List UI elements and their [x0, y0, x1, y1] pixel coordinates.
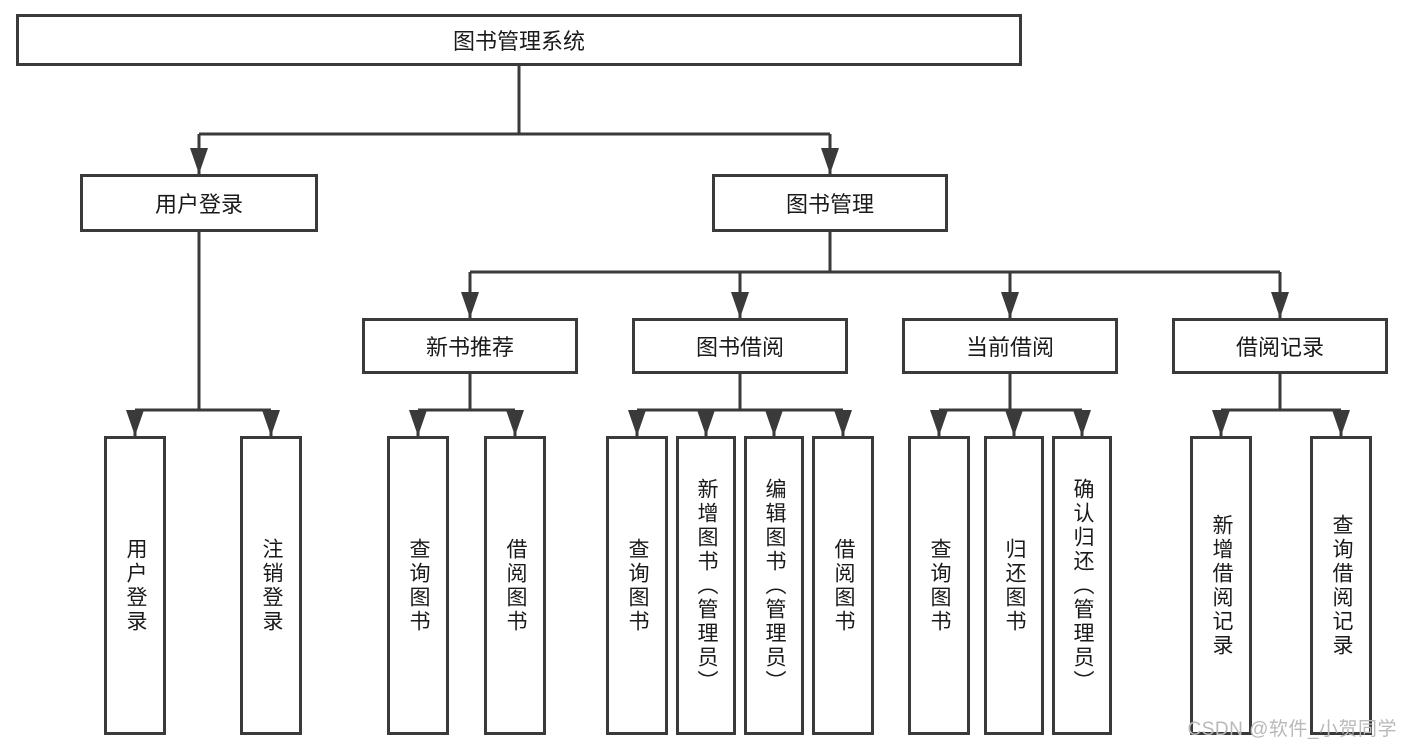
arrow-head-icon	[1005, 410, 1023, 436]
node-box-record[interactable]	[1172, 318, 1388, 374]
arrow-head-icon	[1001, 292, 1019, 318]
node-box-leaf12[interactable]	[1190, 436, 1252, 735]
arrow-head-icon	[506, 410, 524, 436]
arrow-head-icon	[1271, 292, 1289, 318]
node-box-borrow[interactable]	[632, 318, 848, 374]
node-box-leaf10[interactable]	[984, 436, 1044, 735]
node-box-leaf13[interactable]	[1310, 436, 1372, 735]
node-box-root[interactable]	[16, 14, 1022, 66]
arrow-head-icon	[628, 410, 646, 436]
node-box-leaf3[interactable]	[387, 436, 449, 735]
node-box-leaf11[interactable]	[1052, 436, 1112, 735]
node-box-login[interactable]	[80, 174, 318, 232]
node-box-leaf2[interactable]	[240, 436, 302, 735]
node-box-leaf4[interactable]	[484, 436, 546, 735]
node-box-newbook[interactable]	[362, 318, 578, 374]
arrow-head-icon	[930, 410, 948, 436]
arrow-head-icon	[834, 410, 852, 436]
csdn-watermark: CSDN @软件_小贺同学	[1187, 719, 1397, 740]
arrow-head-icon	[765, 410, 783, 436]
node-box-leaf7[interactable]	[744, 436, 804, 735]
node-box-bookmgmt[interactable]	[712, 174, 948, 232]
node-box-leaf8[interactable]	[812, 436, 874, 735]
arrow-head-icon	[461, 292, 479, 318]
arrow-head-icon	[1332, 410, 1350, 436]
arrow-head-icon	[697, 410, 715, 436]
node-box-layer	[16, 14, 1388, 735]
arrow-head-icon	[409, 410, 427, 436]
arrow-head-icon	[190, 148, 208, 174]
node-box-leaf1[interactable]	[104, 436, 166, 735]
arrow-head-icon	[821, 148, 839, 174]
arrow-head-icon	[126, 410, 144, 436]
arrow-head-icon	[731, 292, 749, 318]
node-box-leaf6[interactable]	[676, 436, 736, 735]
node-box-current[interactable]	[902, 318, 1118, 374]
node-box-leaf5[interactable]	[606, 436, 668, 735]
arrow-head-icon	[1073, 410, 1091, 436]
arrow-head-icon	[262, 410, 280, 436]
node-box-leaf9[interactable]	[908, 436, 970, 735]
connector-layer	[126, 66, 1350, 436]
arrow-head-icon	[1212, 410, 1230, 436]
